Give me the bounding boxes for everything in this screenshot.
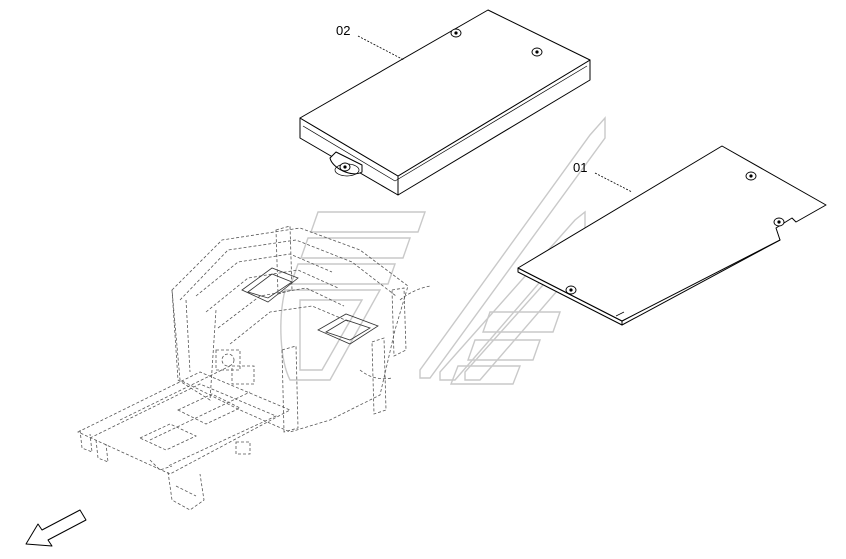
bolt-icon bbox=[450, 28, 462, 38]
bolt-icon bbox=[339, 162, 351, 172]
callout-02: 02 bbox=[336, 23, 405, 61]
bolt-icon bbox=[745, 171, 757, 181]
bolt-icon bbox=[773, 217, 785, 227]
callout-label-02: 02 bbox=[336, 23, 350, 38]
bolt-icon bbox=[531, 47, 543, 57]
cover-panel-02 bbox=[299, 9, 591, 196]
callout-01: 01 bbox=[573, 160, 633, 193]
bolt-icon bbox=[565, 285, 577, 295]
callout-label-01: 01 bbox=[573, 160, 587, 175]
arrow-down-left-icon bbox=[25, 509, 87, 547]
base-frame bbox=[77, 225, 431, 511]
floor-panel-01 bbox=[517, 145, 827, 326]
